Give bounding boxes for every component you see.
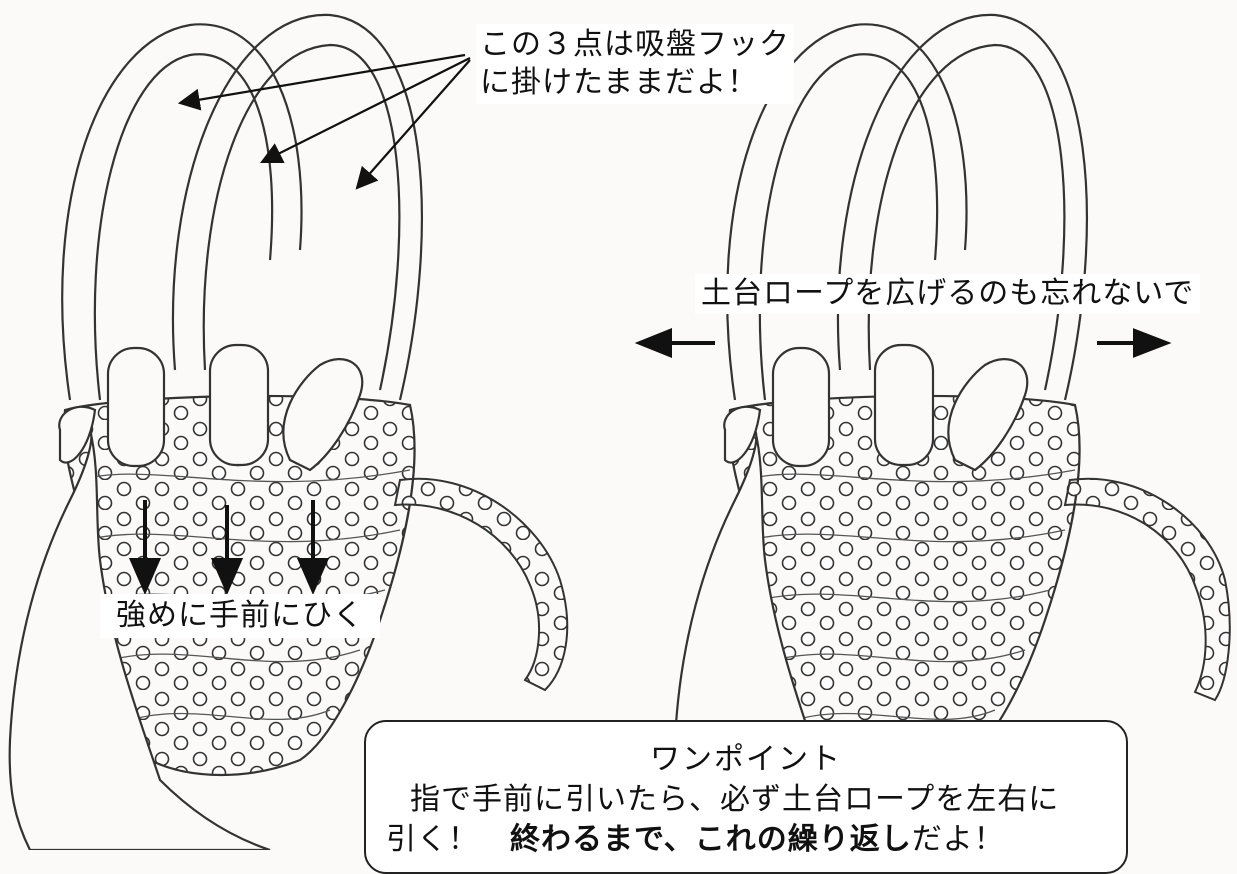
spread-note: 土台ロープを広げるのも忘れないで (695, 274, 1201, 314)
tip-line-2-start: 引く！ (386, 822, 479, 857)
tip-line-2-end: だよ！ (911, 822, 1005, 857)
tip-title: ワンポイント (650, 742, 842, 777)
left-rope-loops (61, 13, 423, 401)
right-rope-strand (1063, 477, 1231, 702)
tip-line-2: 引く！ 終わるまで、これの繰り返しだよ！ (386, 814, 1005, 858)
left-rope-strand (393, 477, 569, 692)
spread-arrows (634, 328, 1172, 358)
hooks-note: この３点は吸盤フック に掛けたままだよ！ (476, 24, 794, 104)
one-point-tip-box: ワンポイント 指で手前に引いたら、必ず土台ロープを左右に 引く！ 終わるまで、こ… (364, 720, 1128, 874)
tip-line-2-bold: 終わるまで、これの繰り返し (510, 822, 912, 857)
hooks-note-line-1: この３点は吸盤フック (480, 27, 790, 62)
hooks-note-line-2: に掛けたままだよ！ (480, 65, 759, 100)
hook-pointer-arrows (177, 53, 471, 190)
left-fingers (58, 343, 364, 472)
right-weave-lines (744, 469, 1076, 721)
right-fingers (723, 343, 1029, 472)
left-pull-arrows (128, 500, 330, 596)
tip-line-1: 指で手前に引いたら、必ず土台ロープを左右に (410, 782, 1060, 817)
left-step-illustration (8, 13, 569, 850)
pull-note: 強めに手前にひく (100, 594, 380, 638)
right-rope-loops (726, 13, 1088, 401)
illustration-canvas (8, 13, 1231, 850)
